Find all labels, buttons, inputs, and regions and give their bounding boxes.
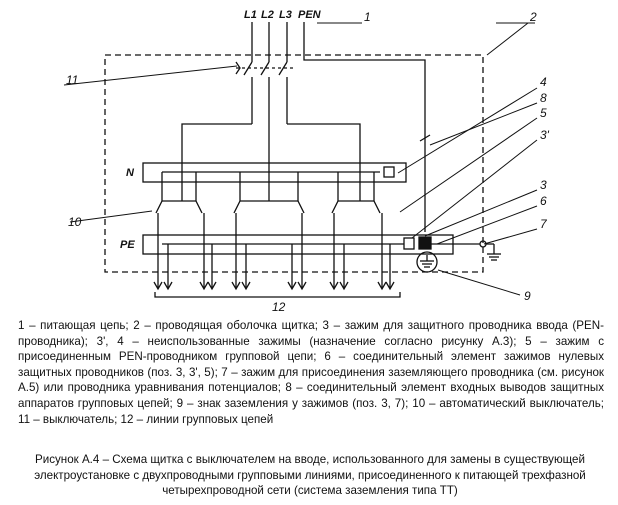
callout-1: 1 xyxy=(364,10,371,24)
feeder-frame-left xyxy=(181,123,252,201)
callout-6: 3 xyxy=(540,178,547,192)
callout-2: 2 xyxy=(529,10,537,24)
callout-9: 9 xyxy=(524,289,531,303)
earth-sign xyxy=(416,251,438,273)
bracket-12 xyxy=(154,292,401,298)
label-l1: L1 xyxy=(244,9,257,21)
pe-terminal-3 xyxy=(418,236,432,250)
callout-3: 6 xyxy=(540,194,547,208)
feeder-frame-right xyxy=(287,123,361,201)
callout-11: 11 xyxy=(66,73,78,87)
callout-3prime: 3' xyxy=(540,128,550,142)
label-pe: PE xyxy=(120,239,135,251)
conductor-pen xyxy=(303,22,426,232)
main-switch xyxy=(235,61,295,124)
callout-4: 4 xyxy=(540,75,547,89)
caption-text: Рисунок А.4 – Схема щитка с выключателем… xyxy=(34,453,586,498)
callout-7: 7 xyxy=(540,217,548,231)
legend: 1 – питающая цепь; 2 – проводящая оболоч… xyxy=(18,318,604,427)
circuit-breakers xyxy=(155,172,381,214)
enclosure xyxy=(104,54,484,273)
n-bus-terminal xyxy=(383,166,395,178)
callout-10: 10 xyxy=(68,215,82,229)
callout-8: 8 xyxy=(540,91,547,105)
n-bus xyxy=(142,162,407,183)
callout-12: 12 xyxy=(272,300,286,314)
legend-text: 1 – питающая цепь; 2 – проводящая оболоч… xyxy=(18,319,604,426)
group-circuit-lines xyxy=(153,213,395,291)
figure-caption: Рисунок А.4 – Схема щитка с выключателем… xyxy=(10,452,610,499)
label-l3: L3 xyxy=(279,9,292,21)
callout-5: 5 xyxy=(540,106,547,120)
pe-terminal-3prime xyxy=(403,237,415,250)
callout-leaders xyxy=(63,22,538,296)
label-n: N xyxy=(126,167,135,179)
label-l2: L2 xyxy=(261,9,274,21)
label-pen: PEN xyxy=(298,9,322,21)
wiring-diagram: L1 L2 L3 PEN N PE 1 2 6 3' 4 5 3 7 8 9 1… xyxy=(63,9,550,314)
